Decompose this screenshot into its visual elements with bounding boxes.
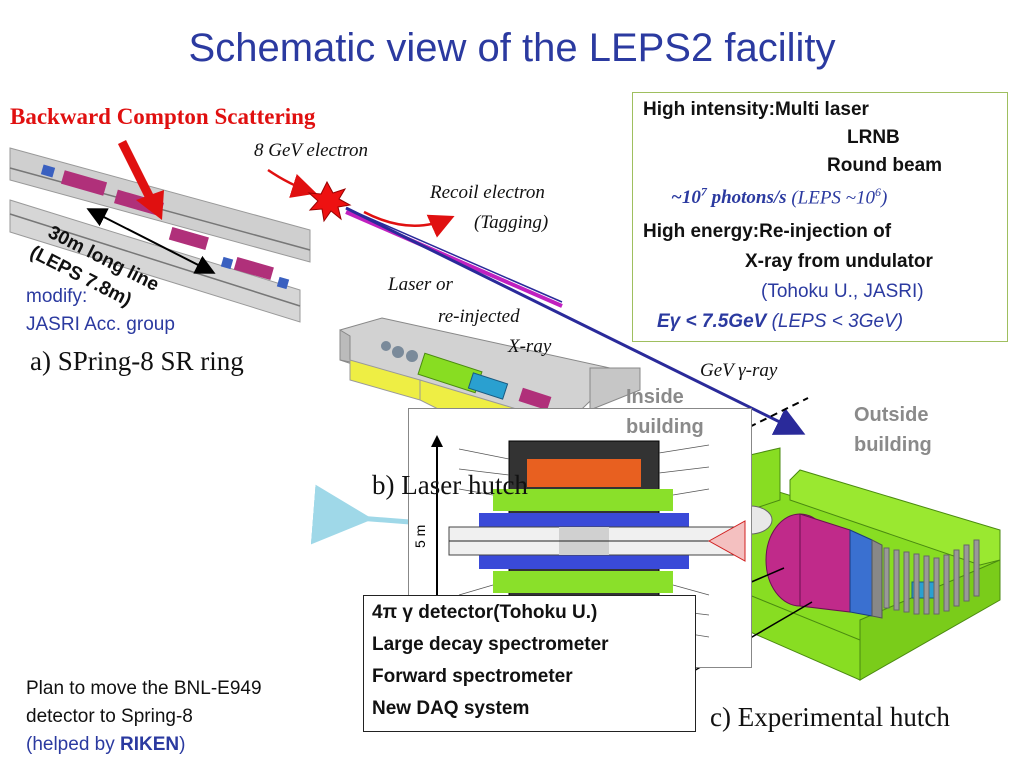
collision-star (307, 180, 352, 223)
plan-line-3: (helped by RIKEN) (26, 734, 185, 756)
experimental-hutch (651, 447, 1001, 681)
photons-value: ~10 (671, 187, 701, 209)
info-line-tohoku-jasri: (Tohoku U., JASRI) (761, 281, 924, 302)
detector-line-daq: New DAQ system (372, 698, 530, 719)
laser-hutch-label: b) Laser hutch (372, 470, 528, 500)
tagging-label: (Tagging) (474, 212, 549, 233)
inside-building-label: building (626, 416, 704, 438)
photons-unit: photons/s (706, 187, 787, 209)
plan-riken: RIKEN (120, 734, 180, 755)
detector-box: 4π γ detector(Tohoku U.) Large decay spe… (363, 595, 696, 732)
jasri-group-label: JASRI Acc. group (26, 314, 175, 335)
leps-photons-close: ) (880, 187, 888, 209)
energy-value: Eγ < 7.5GeV (657, 311, 767, 332)
electron-8gev-label: 8 GeV electron (254, 140, 368, 161)
leps-photons: (LEPS ~10 (791, 187, 875, 209)
spring8-ring-label: a) SPring-8 SR ring (30, 346, 244, 376)
info-line-intensity: High intensity:Multi laser (643, 99, 869, 120)
plan-line-1: Plan to move the BNL-E949 (26, 678, 262, 699)
five-meter-label: 5 m (412, 524, 428, 548)
gev-gamma-label: GeV γ-ray (700, 360, 778, 381)
info-box: High intensity:Multi laser LRNB Round be… (632, 92, 1008, 342)
plan-close-paren: ) (179, 734, 186, 755)
info-line-high-energy: High energy:Re-injection of (643, 221, 892, 242)
laser-or-label: Laser or (388, 274, 453, 295)
recoil-electron-label: Recoil electron (430, 182, 545, 203)
backward-compton-label: Backward Compton Scattering (10, 104, 316, 129)
plan-line-2: detector to Spring-8 (26, 706, 193, 727)
detector-line-forward: Forward spectrometer (372, 666, 573, 687)
plan-helped-by: (helped by (26, 734, 121, 755)
info-line-photons: ~107 photons/s (LEPS ~106) (671, 185, 887, 209)
info-line-xray-undulator: X-ray from undulator (745, 251, 933, 272)
info-line-lrnb: LRNB (847, 127, 900, 148)
inside-label: Inside (626, 386, 684, 408)
xray-label: X-ray (508, 336, 552, 357)
photons-exp: 7 (700, 185, 707, 199)
detector-line-decay: Large decay spectrometer (372, 634, 609, 655)
energy-leps: (LEPS < 3GeV) (766, 311, 904, 332)
leps-photons-exp: 6 (874, 185, 881, 199)
modify-label: modify: (26, 286, 88, 307)
experimental-hutch-label: c) Experimental hutch (710, 702, 950, 732)
page-title: Schematic view of the LEPS2 facility (188, 26, 836, 70)
info-line-round-beam: Round beam (827, 155, 943, 176)
reinjected-label: re-injected (438, 306, 520, 327)
detector-line-4pi: 4π γ detector(Tohoku U.) (372, 602, 598, 623)
outside-label: Outside (854, 404, 929, 426)
info-line-energy: Eγ < 7.5GeV (LEPS < 3GeV) (657, 311, 903, 333)
outside-building-label: building (854, 434, 932, 456)
